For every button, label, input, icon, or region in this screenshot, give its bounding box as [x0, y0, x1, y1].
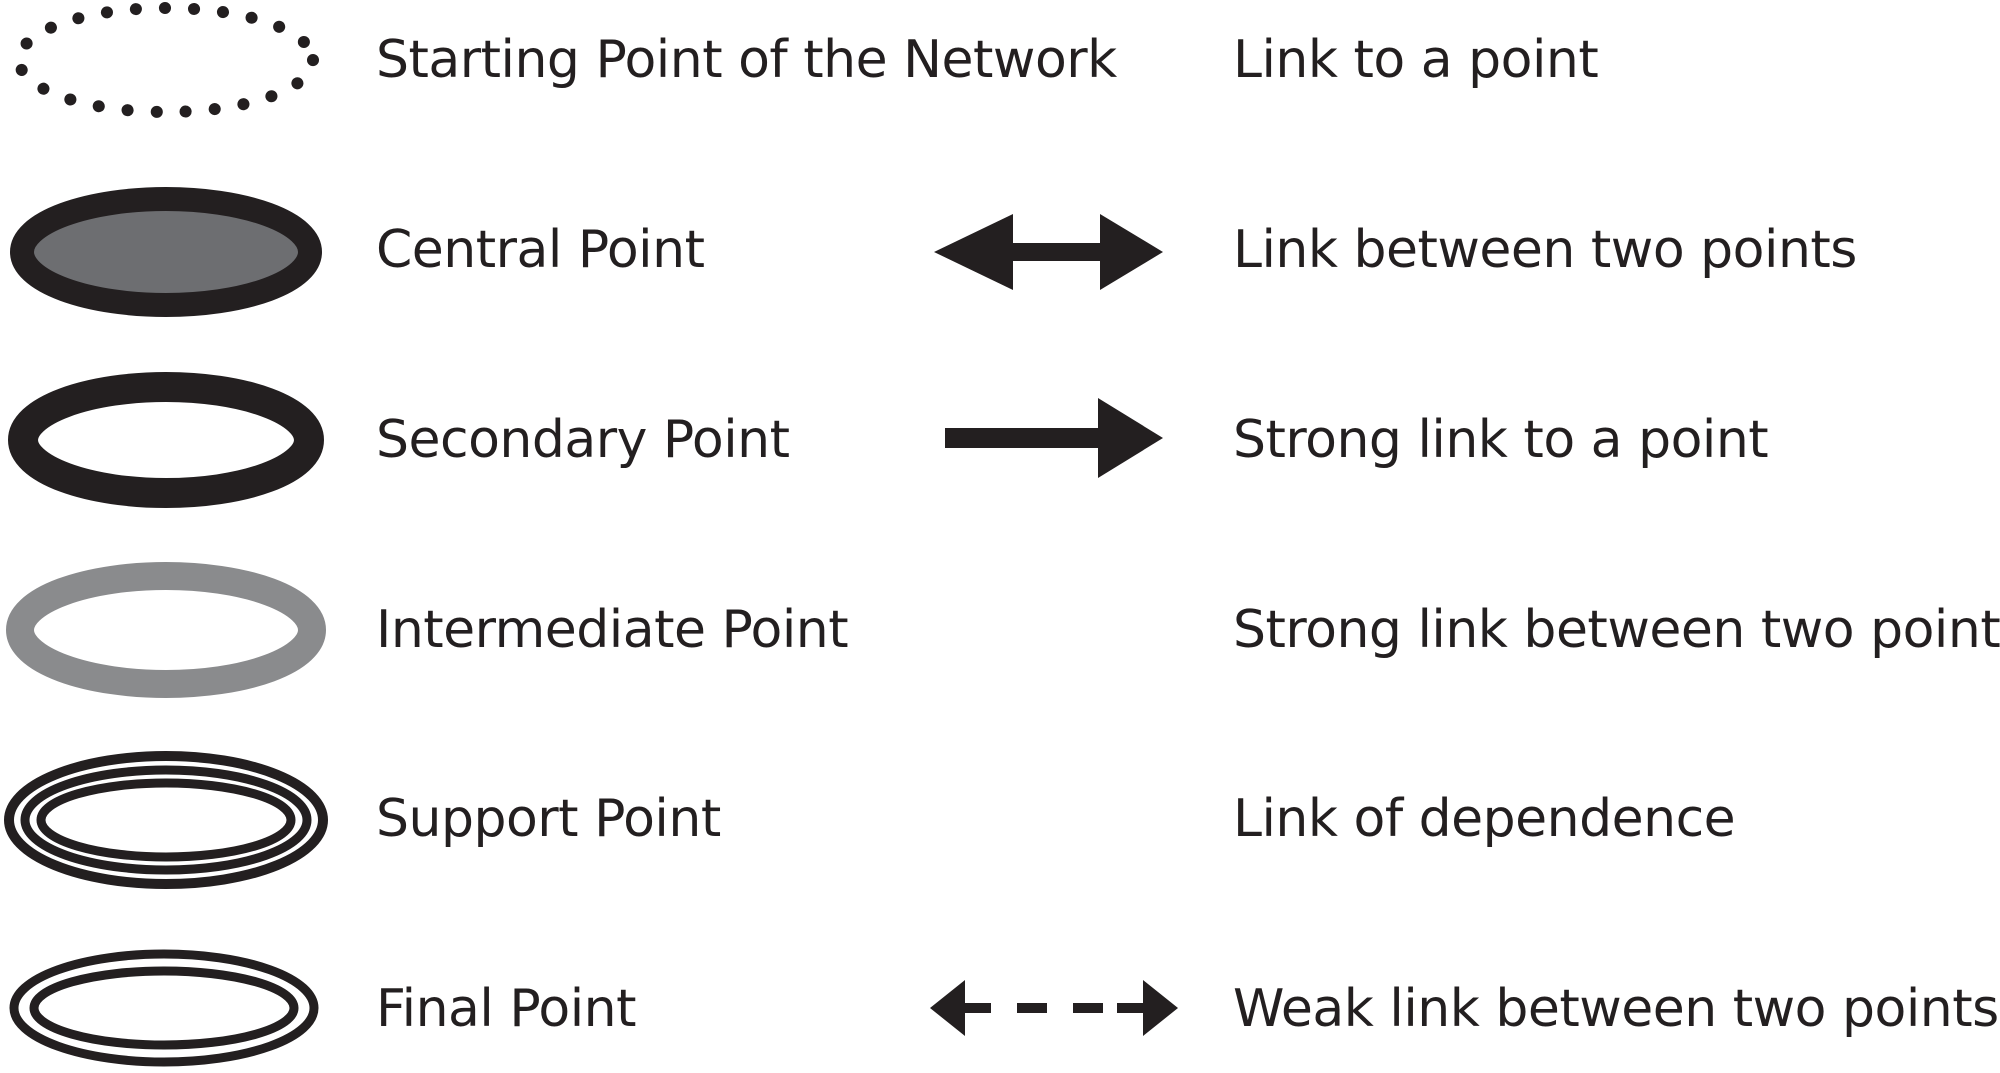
link-label-link-of-dependence: Link of dependence — [1233, 789, 1736, 849]
link-label-weak-link-between-two-points: Weak link between two points — [1233, 979, 1999, 1039]
node-label-intermediate-point: Intermediate Point — [376, 600, 849, 660]
triple-ring-ellipse-icon — [4, 751, 328, 889]
node-label-secondary-point: Secondary Point — [376, 410, 790, 470]
link-label-link-to-point: Link to a point — [1233, 30, 1599, 90]
link-label-strong-link-between-two-points: Strong link between two points — [1233, 600, 2000, 660]
thick-black-ellipse-icon — [8, 372, 324, 508]
dotted-ellipse-icon — [13, 2, 319, 118]
node-label-starting-point: Starting Point of the Network — [376, 30, 1117, 90]
link-label-strong-link-to-point: Strong link to a point — [1233, 410, 1769, 470]
double-ring-ellipse-icon — [9, 949, 319, 1067]
node-label-support-point: Support Point — [376, 789, 721, 849]
node-label-final-point: Final Point — [376, 979, 636, 1039]
right-arrow-icon — [945, 398, 1163, 478]
thick-gray-ellipse-icon — [6, 562, 326, 698]
dashed-double-arrow-icon — [930, 980, 1178, 1036]
double-arrow-icon — [934, 214, 1163, 290]
link-label-link-between-two-points: Link between two points — [1233, 220, 1857, 280]
node-label-central-point: Central Point — [376, 220, 705, 280]
filled-gray-ellipse-icon — [10, 187, 322, 317]
